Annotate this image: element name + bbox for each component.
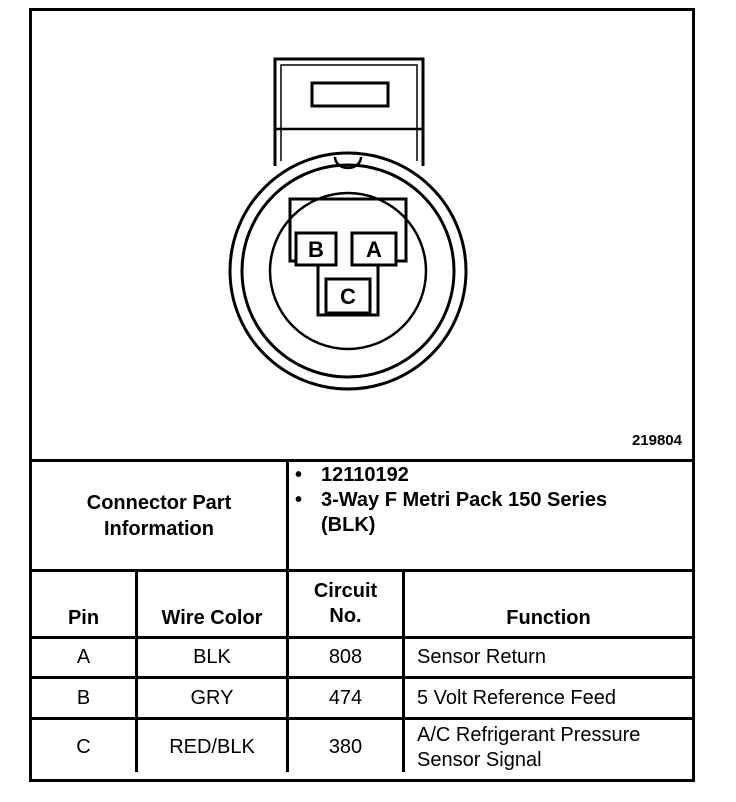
- table-row-circuit: 474: [328, 686, 363, 709]
- header-function: Function: [506, 607, 591, 629]
- divider: [32, 676, 692, 679]
- divider: [32, 636, 692, 639]
- figure-id: 219804: [631, 432, 682, 449]
- divider: [32, 459, 692, 462]
- header-wire-color: Wire Color: [161, 607, 263, 629]
- divider: [32, 717, 692, 720]
- connector-drawing: B A C: [228, 57, 468, 391]
- locking-tab: [273, 57, 425, 166]
- list-item: • 3-Way F Metri Pack 150 Series (BLK): [295, 488, 655, 538]
- table-row-function: 5 Volt Reference Feed: [417, 686, 617, 709]
- divider: [402, 569, 405, 772]
- pin-label-a: A: [366, 237, 382, 262]
- table-row-function: Sensor Return: [417, 646, 546, 668]
- list-item: • 12110192: [295, 463, 655, 488]
- pin-label-b: B: [308, 237, 324, 262]
- pin-label-c: C: [340, 284, 356, 309]
- table-row-pin: C: [76, 736, 91, 758]
- connector-body: [228, 151, 468, 391]
- pin-box-b: [294, 231, 338, 267]
- part-number: 12110192: [321, 464, 409, 486]
- table-row-pin: B: [76, 686, 91, 709]
- table-row-pin: A: [76, 646, 91, 668]
- header-circuit-no: Circuit No.: [313, 580, 378, 627]
- connector-part-info-label: Connector Part Information: [86, 491, 232, 540]
- table-row-circuit: 380: [328, 736, 363, 758]
- table-row-function: A/C Refrigerant Pressure Sensor Signal: [417, 723, 641, 771]
- table-row-wire-color: BLK: [193, 646, 231, 668]
- table-row-wire-color: RED/BLK: [169, 736, 255, 758]
- table-row-circuit: 808: [328, 646, 363, 668]
- pin-box-a: [350, 231, 398, 267]
- bullet-icon: •: [295, 464, 303, 486]
- connector-description: 3-Way F Metri Pack 150 Series (BLK): [321, 489, 608, 536]
- connector-diagram: B A C 219804: [32, 11, 692, 459]
- divider: [32, 569, 692, 572]
- connector-part-info-list: • 12110192 • 3-Way F Metri Pack 150 Seri…: [295, 463, 655, 538]
- pin-box-c: [324, 277, 372, 315]
- bullet-icon: •: [295, 489, 303, 511]
- divider: [135, 569, 138, 772]
- divider: [286, 459, 289, 772]
- header-pin: Pin: [67, 607, 100, 629]
- table-row-wire-color: GRY: [190, 686, 234, 709]
- connector-frame: B A C 219804 Connector Part Information …: [29, 8, 695, 782]
